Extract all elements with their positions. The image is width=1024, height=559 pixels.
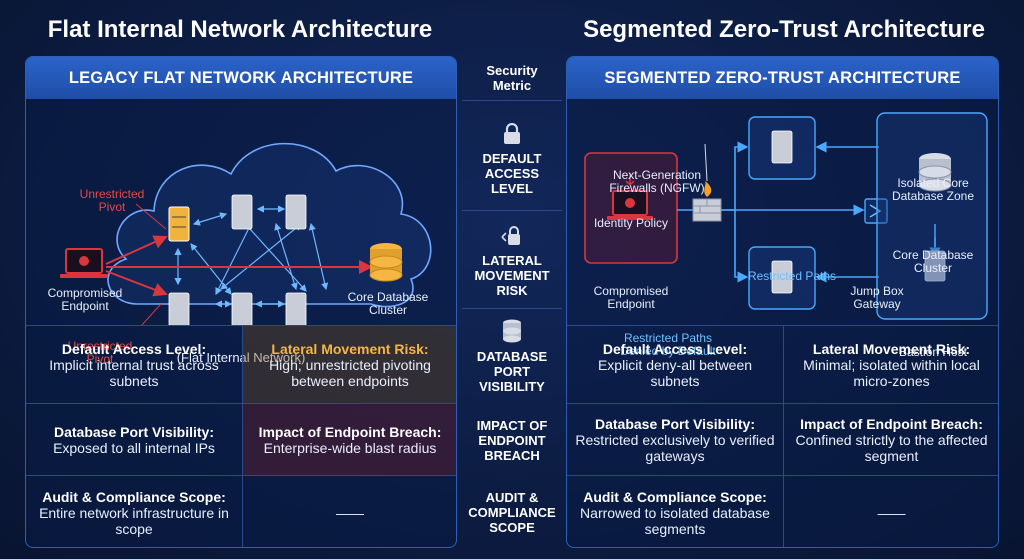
- bastion-host-label: Bastion Host: [898, 345, 968, 359]
- cell-text: ——: [877, 504, 906, 521]
- metric-label: LATERAL MOVEMENT RISK: [474, 252, 550, 298]
- zt-lateral-cell: Lateral Movement Risk: Minimal; isolated…: [783, 325, 998, 403]
- database-label: Core Database Cluster: [347, 290, 429, 317]
- cell-text: Restricted exclusively to verified gatew…: [575, 431, 775, 464]
- database-label: Core Database Cluster: [892, 248, 974, 275]
- legacy-panel-header: LEGACY FLAT NETWORK ARCHITECTURE: [26, 57, 456, 99]
- security-metric-column: Security Metric DEFAULT ACCESS LEVEL LAT…: [462, 56, 562, 548]
- divider: [462, 210, 562, 211]
- lock-arrows-icon: [501, 225, 520, 245]
- cell-heading: Impact of Endpoint Breach:: [258, 423, 442, 440]
- metric-label: DEFAULT ACCESS LEVEL: [482, 150, 542, 196]
- flat-network-label: (Flat Internal Network): [176, 350, 306, 365]
- jump-box-icon: [864, 198, 888, 224]
- security-metric-header: Security Metric: [486, 63, 538, 93]
- cell-heading: Audit & Compliance Scope:: [583, 488, 767, 505]
- database-icon: [918, 153, 952, 192]
- isolated-zone-label: Isolated Core Database Zone: [891, 176, 975, 203]
- zero-trust-diagram: Next-Generation Firewalls (NGFW) Identit…: [567, 99, 998, 359]
- pivot-label-bottom: Unrestricted Pivot: [67, 339, 133, 366]
- compromised-laptop-icon: [60, 248, 108, 278]
- server-icon: [168, 206, 190, 242]
- metric-label: DATABASE PORT VISIBILITY: [476, 348, 548, 394]
- cell-text: Minimal; isolated within local micro-zon…: [803, 356, 980, 389]
- restricted-paths-label: Restricted Paths: [747, 269, 837, 283]
- zero-trust-panel: SEGMENTED ZERO-TRUST ARCHITECTURE: [566, 56, 999, 548]
- divider: [462, 308, 562, 309]
- metric-database-port: DATABASE PORT VISIBILITY: [462, 314, 562, 398]
- flat-network-diagram: Unrestricted Pivot Compromised Endpoint …: [26, 99, 456, 366]
- identity-policy-label: Identity Policy: [593, 216, 669, 230]
- zt-db-port-cell: Database Port Visibility: Restricted exc…: [567, 403, 783, 475]
- zt-default-access-cell: Default Access Level: Explicit deny-all …: [567, 325, 783, 403]
- metric-lateral-movement: LATERAL MOVEMENT RISK: [462, 216, 562, 306]
- legacy-audit-cell: Audit & Compliance Scope: Entire network…: [26, 475, 242, 547]
- cell-heading: Audit & Compliance Scope:: [42, 488, 226, 505]
- legacy-panel: LEGACY FLAT NETWORK ARCHITECTURE: [25, 56, 457, 548]
- legacy-breach-cell: Impact of Endpoint Breach: Enterprise-wi…: [242, 403, 456, 475]
- divider: [242, 325, 243, 547]
- cell-heading: Default Access Level:: [602, 340, 748, 357]
- legacy-default-access-cell: Default Access Level: Implicit internal …: [26, 325, 242, 403]
- compromised-laptop-icon: [607, 190, 653, 220]
- cell-text: Exposed to all internal IPs: [53, 439, 215, 456]
- jump-box-label: Jump Box Gateway: [850, 284, 904, 311]
- database-icon: [503, 319, 521, 342]
- metric-audit-scope: AUDIT & COMPLIANCE SCOPE: [468, 489, 556, 535]
- zt-empty-cell: ——: [783, 475, 998, 547]
- cell-heading: Impact of Endpoint Breach:: [800, 415, 983, 432]
- legacy-empty-cell: ——: [242, 475, 456, 547]
- cell-heading: Lateral Movement Risk:: [271, 340, 429, 357]
- legacy-metrics-grid: Default Access Level: Implicit internal …: [26, 325, 456, 547]
- cell-text: Enterprise-wide blast radius: [263, 439, 437, 456]
- legacy-db-port-cell: Database Port Visibility: Exposed to all…: [26, 403, 242, 475]
- divider: [783, 325, 784, 547]
- cell-text: Confined strictly to the affected segmen…: [795, 431, 988, 464]
- pivot-label-top: Unrestricted Pivot: [79, 187, 145, 214]
- firewall-icon: [692, 181, 722, 222]
- compromised-endpoint-label: Compromised Endpoint: [593, 284, 669, 311]
- right-title: Segmented Zero-Trust Architecture: [583, 16, 985, 43]
- divider: [462, 100, 562, 101]
- cell-text: Entire network infrastructure in scope: [39, 504, 229, 537]
- database-icon: [369, 243, 403, 282]
- zero-trust-metrics-grid: Default Access Level: Explicit deny-all …: [567, 325, 998, 547]
- left-title: Flat Internal Network Architecture: [47, 16, 433, 43]
- zt-breach-cell: Impact of Endpoint Breach: Confined stri…: [783, 403, 998, 475]
- cell-text: ——: [336, 504, 364, 521]
- cell-text: Narrowed to isolated database segments: [580, 504, 770, 537]
- compromised-endpoint-label: Compromised Endpoint: [47, 286, 123, 313]
- zero-trust-panel-header: SEGMENTED ZERO-TRUST ARCHITECTURE: [567, 57, 998, 99]
- lock-icon: [504, 122, 520, 144]
- denied-paths-label: Restricted Paths Denied by Default: [620, 331, 716, 358]
- cell-heading: Database Port Visibility:: [594, 415, 755, 432]
- cell-text: Implicit internal trust across subnets: [49, 356, 219, 389]
- zt-audit-cell: Audit & Compliance Scope: Narrowed to is…: [567, 475, 783, 547]
- cell-text: Explicit deny-all between subnets: [597, 356, 753, 389]
- cell-heading: Lateral Movement Risk:: [812, 340, 971, 357]
- cloud-shape: [107, 142, 432, 308]
- ngfw-label: Next-Generation Firewalls (NGFW): [609, 168, 705, 195]
- cell-heading: Default Access Level:: [61, 340, 207, 357]
- legacy-lateral-cell: Lateral Movement Risk: High; unrestricte…: [242, 325, 456, 403]
- metric-default-access: DEFAULT ACCESS LEVEL: [462, 114, 562, 204]
- cell-heading: Database Port Visibility:: [53, 423, 214, 440]
- cell-text: High; unrestricted pivoting between endp…: [269, 356, 431, 389]
- metric-endpoint-breach: IMPACT OF ENDPOINT BREACH: [476, 417, 548, 463]
